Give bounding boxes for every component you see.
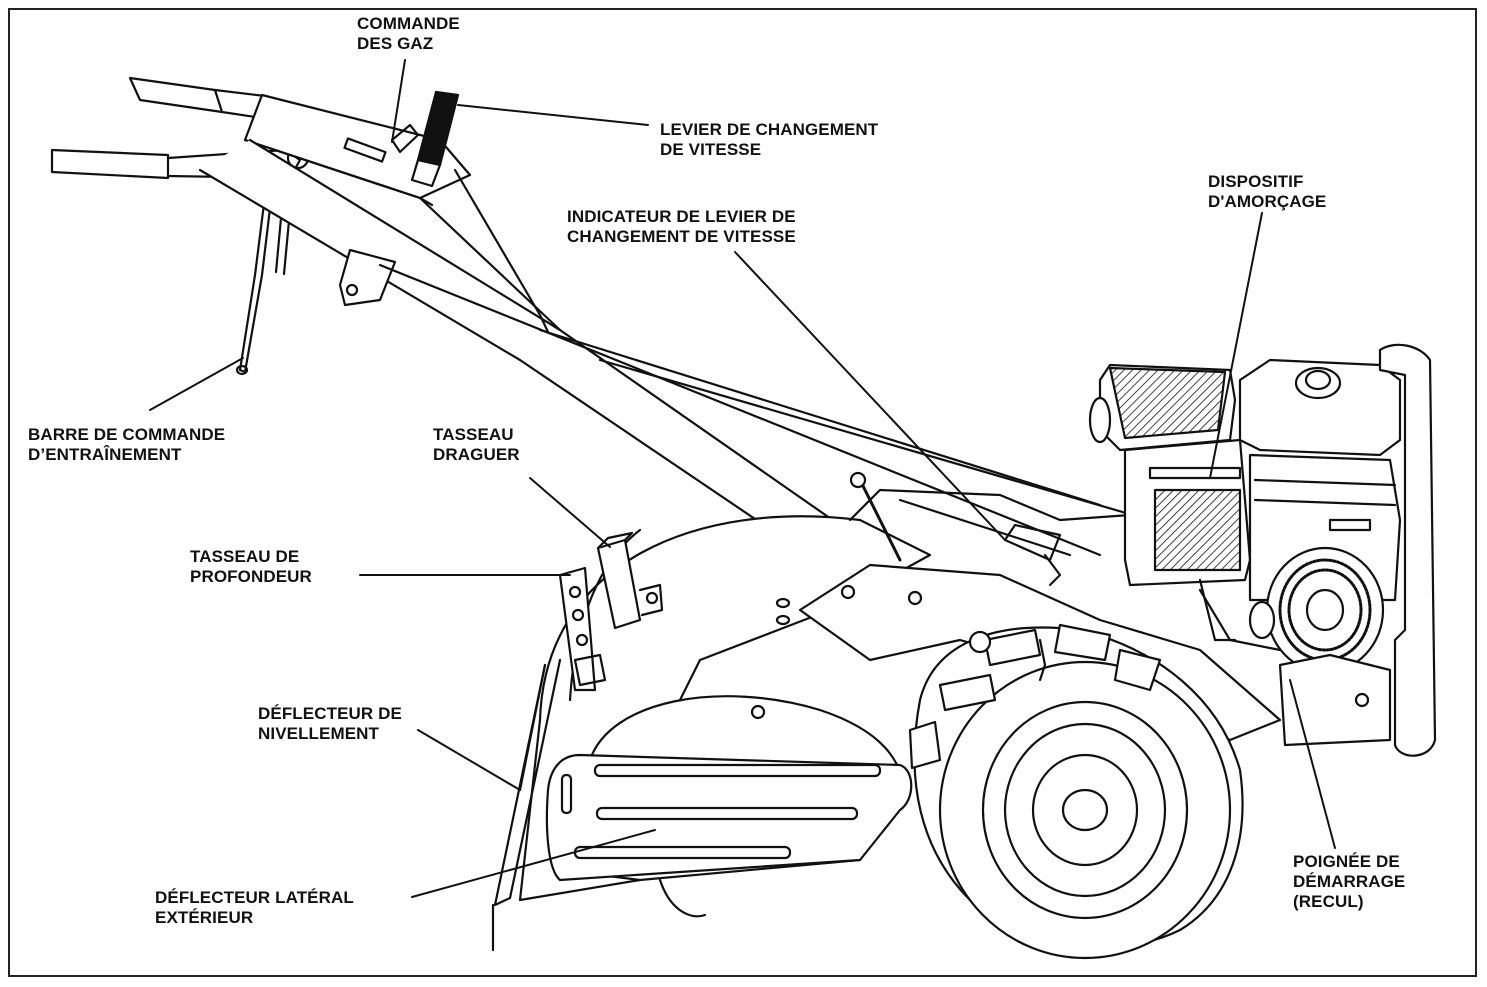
control-cables [378, 263, 1152, 557]
label-shift-indicator: INDICATEUR DE LEVIER DE CHANGEMENT DE VI… [567, 207, 796, 246]
depth-stake-drawing [558, 531, 664, 692]
label-throttle: COMMANDE DES GAZ [357, 14, 460, 53]
label-drive-control-bar: BARRE DE COMMANDE D’ENTRAÎNEMENT [28, 425, 226, 464]
label-shift-lever: LEVIER DE CHANGEMENT DE VITESSE [660, 120, 879, 159]
label-starter-handle: POIGNÉE DE DÉMARRAGE (RECUL) [1293, 852, 1406, 911]
label-depth-stake: TASSEAU DE PROFONDEUR [190, 547, 312, 586]
shift-lever-drawing [410, 90, 460, 188]
side-deflector-drawing [491, 658, 913, 952]
wheel [908, 623, 1244, 960]
label-outer-side-deflector: DÉFLECTEUR LATÉRAL EXTÉRIEUR [155, 888, 354, 927]
throttle-lever-drawing [390, 123, 420, 154]
handle-bracket [338, 248, 397, 307]
leader-lines [149, 59, 1336, 898]
handlebar-upper [128, 76, 267, 120]
label-drag-stake: TASSEAU DRAGUER [433, 425, 520, 464]
rear-bumper [1198, 343, 1437, 757]
recoil-starter [1248, 546, 1385, 674]
label-leveling-deflector: DÉFLECTEUR DE NIVELLEMENT [258, 704, 402, 743]
label-primer: DISPOSITIF D'AMORÇAGE [1208, 172, 1327, 211]
